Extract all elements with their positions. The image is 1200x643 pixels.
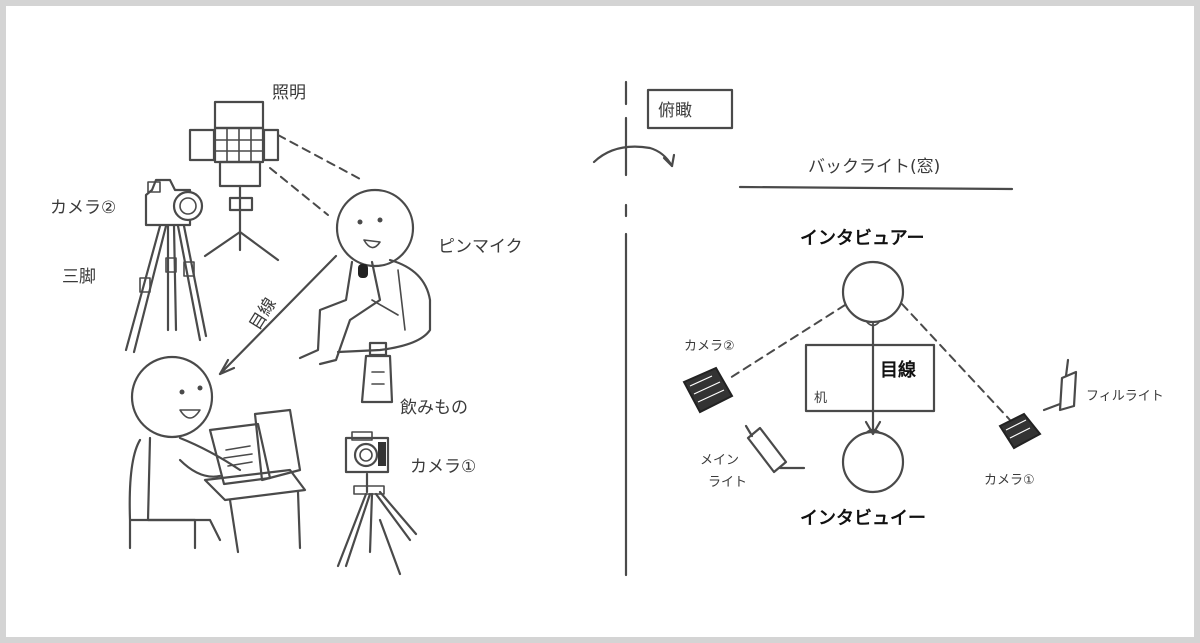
- camera2-label: カメラ②: [50, 198, 116, 218]
- interviewer-top-icon: [841, 260, 905, 327]
- main-light-top-icon: [744, 424, 806, 474]
- studio-light-icon: [188, 100, 280, 262]
- window-line: [738, 185, 1014, 191]
- backlight-label: バックライト(窓): [808, 157, 940, 177]
- camera1-top-icon: [998, 412, 1042, 450]
- desk-icon: [203, 468, 307, 554]
- bottle-icon: [360, 341, 394, 404]
- camera1-top-label: カメラ①: [984, 473, 1035, 488]
- main-light-label-line1: メイン: [700, 453, 739, 468]
- interviewee-label: インタビュイー: [800, 508, 926, 529]
- desk-label: 机: [814, 391, 827, 406]
- tripod-icon: [124, 224, 208, 354]
- gaze-arrow-top: [864, 322, 882, 436]
- laptop-icon: [208, 408, 302, 486]
- camera2-top-label: カメラ②: [684, 339, 735, 354]
- camera1-label: カメラ①: [410, 457, 476, 477]
- drink-label: 飲みもの: [400, 398, 468, 418]
- fill-light-top-icon: [1042, 358, 1078, 412]
- interviewee-figure-icon: [298, 188, 432, 366]
- gaze-arrow: [218, 254, 338, 376]
- fill-light-label: フィルライト: [1086, 389, 1164, 404]
- pin-mic-icon: [358, 264, 368, 278]
- pin-mic-label: ピンマイク: [438, 237, 523, 257]
- camera2-icon: [144, 178, 204, 227]
- interviewer-figure-icon: [130, 355, 242, 542]
- chair-icon: [128, 438, 197, 550]
- interviewer-label: インタビュアー: [800, 228, 925, 249]
- interviewee-top-icon: [841, 428, 905, 494]
- light-beam-lower: [269, 167, 329, 216]
- light-label: 照明: [272, 83, 306, 103]
- gaze-label-left: 目線: [246, 295, 281, 334]
- desk-top-icon: [804, 343, 936, 413]
- camera1-sightline: [901, 303, 1011, 421]
- overhead-label: 俯瞰: [658, 101, 692, 121]
- light-beam-upper: [277, 134, 363, 181]
- camera2-sightline: [729, 304, 846, 379]
- overhead-label-box: [646, 88, 734, 130]
- camera2-top-icon: [682, 366, 734, 414]
- gaze-label-right: 目線: [880, 359, 916, 381]
- main-light-label-line2: ライト: [708, 475, 747, 490]
- camera1-icon: [344, 431, 390, 495]
- tripod-label: 三脚: [62, 267, 96, 287]
- view-divider: [592, 80, 676, 577]
- tripod-icon-camera1: [336, 490, 418, 576]
